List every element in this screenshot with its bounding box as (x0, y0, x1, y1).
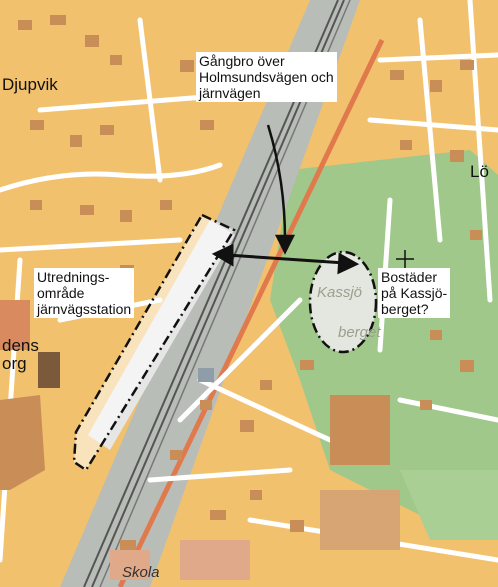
investigation-area-outline[interactable] (72, 213, 236, 472)
place-label-kassjo: Kassjö (317, 284, 363, 301)
annotation-investigation-area: Utrednings- område järnvägsstation (34, 268, 135, 318)
place-label-dens: dens (2, 336, 39, 355)
main-road (117, 38, 385, 587)
building-block-southwest (0, 395, 45, 490)
place-label-skola: Skola (122, 564, 160, 581)
school-complex-4 (110, 550, 150, 580)
callout-arrow-footbridge (266, 124, 296, 255)
place-label-djupvik: Djupvik (2, 75, 58, 94)
school-complex-1 (330, 395, 390, 465)
station-building (198, 368, 214, 382)
kassjoberget-area-outline[interactable] (308, 250, 378, 354)
school-complex-3 (180, 540, 250, 580)
annotation-housing: Bostäder på Kassjö- berget? (378, 268, 451, 318)
building-large-left (38, 352, 60, 388)
park-area-lower (400, 470, 498, 540)
building-block-left (0, 300, 30, 350)
landmark-marker (396, 250, 414, 268)
annotation-footbridge: Gångbro över Holmsundsvägen och järnväge… (196, 52, 337, 102)
place-label-org: org (2, 354, 27, 373)
place-label-berget: berget (338, 324, 381, 341)
school-complex-2 (320, 490, 400, 550)
place-label-lo: Lö (470, 162, 489, 181)
footbridge-arrow (211, 243, 360, 275)
